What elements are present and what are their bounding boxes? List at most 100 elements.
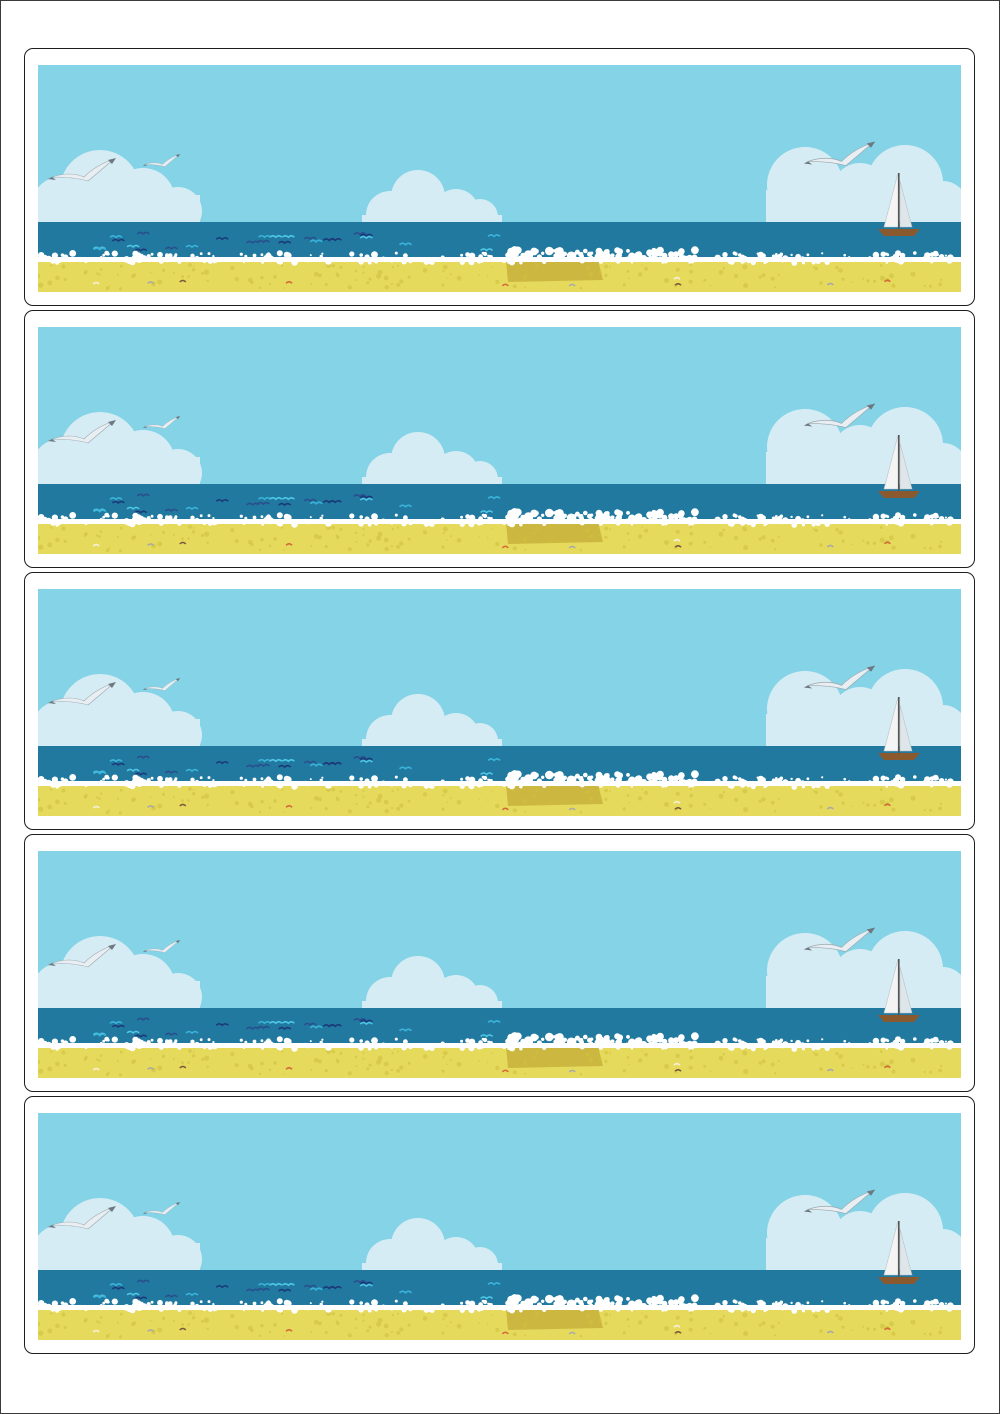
sand-speck [335, 272, 338, 275]
wave-ripple [359, 1281, 373, 1285]
sand-speck [204, 269, 210, 275]
wave-ripple [185, 244, 199, 249]
cloud-icon [766, 407, 961, 491]
sand-speck [743, 283, 749, 289]
sand-speck [390, 1068, 393, 1072]
sand-speck [604, 1050, 608, 1055]
sand-speck [206, 803, 209, 806]
sand-speck [819, 1067, 823, 1071]
shell-icon [285, 280, 293, 284]
sand-speck [770, 1062, 775, 1067]
sand-speck [339, 1313, 343, 1317]
sand-speck [879, 275, 885, 281]
sand-speck [889, 1059, 894, 1065]
shell-icon [285, 1328, 293, 1332]
sand-speck [718, 1055, 724, 1061]
sand-speck [774, 1072, 777, 1075]
wave-ripple [328, 1023, 342, 1028]
sand-speck [688, 279, 693, 284]
shell-icon [826, 544, 834, 548]
sand-speck [532, 794, 535, 798]
sand-speck [490, 790, 493, 792]
sand-speck [873, 541, 877, 545]
wave-ripple [215, 761, 229, 765]
wave-ripple [269, 1020, 283, 1025]
sand-speck [770, 538, 775, 543]
sand-speck [929, 1070, 933, 1074]
sand-speck [366, 805, 370, 809]
sand-speck [98, 797, 101, 800]
wave-ripple [93, 771, 107, 775]
sand-speck [929, 1332, 933, 1336]
sailboat-icon [878, 958, 920, 1022]
sand-speck [407, 1061, 411, 1065]
sand-speck [758, 537, 762, 541]
shell-icon [147, 1067, 155, 1071]
sand-speck [258, 1334, 262, 1337]
sand-speck [838, 268, 843, 273]
sand-speck [622, 283, 626, 287]
sand-speck [889, 797, 894, 803]
sand-speck [910, 533, 916, 539]
sand-speck [397, 264, 399, 267]
wave-ripple [126, 506, 140, 511]
seagull-icon [48, 682, 116, 706]
wave-ripple [164, 508, 178, 513]
sand-speck [743, 545, 749, 551]
wave-ripple [215, 499, 229, 503]
sand-speck [675, 791, 680, 796]
sand-speck [777, 1059, 780, 1062]
sand-speck [490, 1314, 493, 1316]
wave-ripple [359, 235, 373, 240]
sand-speck [579, 810, 583, 814]
sand-speck [396, 1330, 401, 1335]
wave-ripple [134, 1296, 148, 1300]
sand-speck [446, 801, 448, 803]
sand-speck [718, 793, 724, 799]
sand-speck [283, 811, 285, 813]
sand-speck [391, 1314, 394, 1317]
sand-speck [118, 1073, 123, 1077]
sand-speck [355, 1065, 358, 1068]
sand-speck [689, 264, 692, 267]
sand-speck [187, 799, 190, 802]
sand-speck [891, 1069, 896, 1074]
sand-speck [331, 788, 335, 792]
sand-speck [608, 528, 611, 531]
sand-speck [268, 806, 272, 810]
sand-speck [118, 287, 123, 291]
sand-speck [47, 1328, 53, 1334]
wave-ripple [185, 768, 199, 773]
sand-speck [347, 1071, 352, 1076]
wave-ripple [359, 759, 373, 764]
sand-speck [324, 807, 328, 811]
sand-speck [384, 546, 389, 552]
sand-speck [626, 532, 630, 535]
sand-speck [390, 806, 393, 810]
sand-speck [201, 795, 205, 799]
sand-speck [718, 531, 724, 537]
sand-speck [838, 530, 843, 535]
sand-speck [851, 281, 854, 284]
sand-speck [770, 800, 775, 805]
shell-icon [285, 804, 293, 808]
wave-ripple [278, 1288, 292, 1293]
sand-speck [604, 273, 608, 277]
sand-speck [422, 1054, 428, 1059]
wave-ripple [359, 1019, 373, 1023]
sand-speck [891, 1331, 896, 1336]
wave-ripple [359, 1021, 373, 1026]
sand-speck [490, 266, 493, 268]
sand-speck [604, 788, 608, 793]
sand-speck [131, 273, 136, 279]
sand-speck [585, 790, 590, 795]
sand-speck [486, 799, 489, 801]
sand-speck [703, 802, 707, 806]
sand-speck [247, 801, 253, 807]
wave-ripple [134, 510, 148, 514]
sand [38, 260, 961, 292]
sand-speck [550, 1063, 553, 1066]
sand-speck [446, 1325, 448, 1327]
wave-ripple [134, 1034, 148, 1038]
sand-speck [703, 278, 707, 282]
